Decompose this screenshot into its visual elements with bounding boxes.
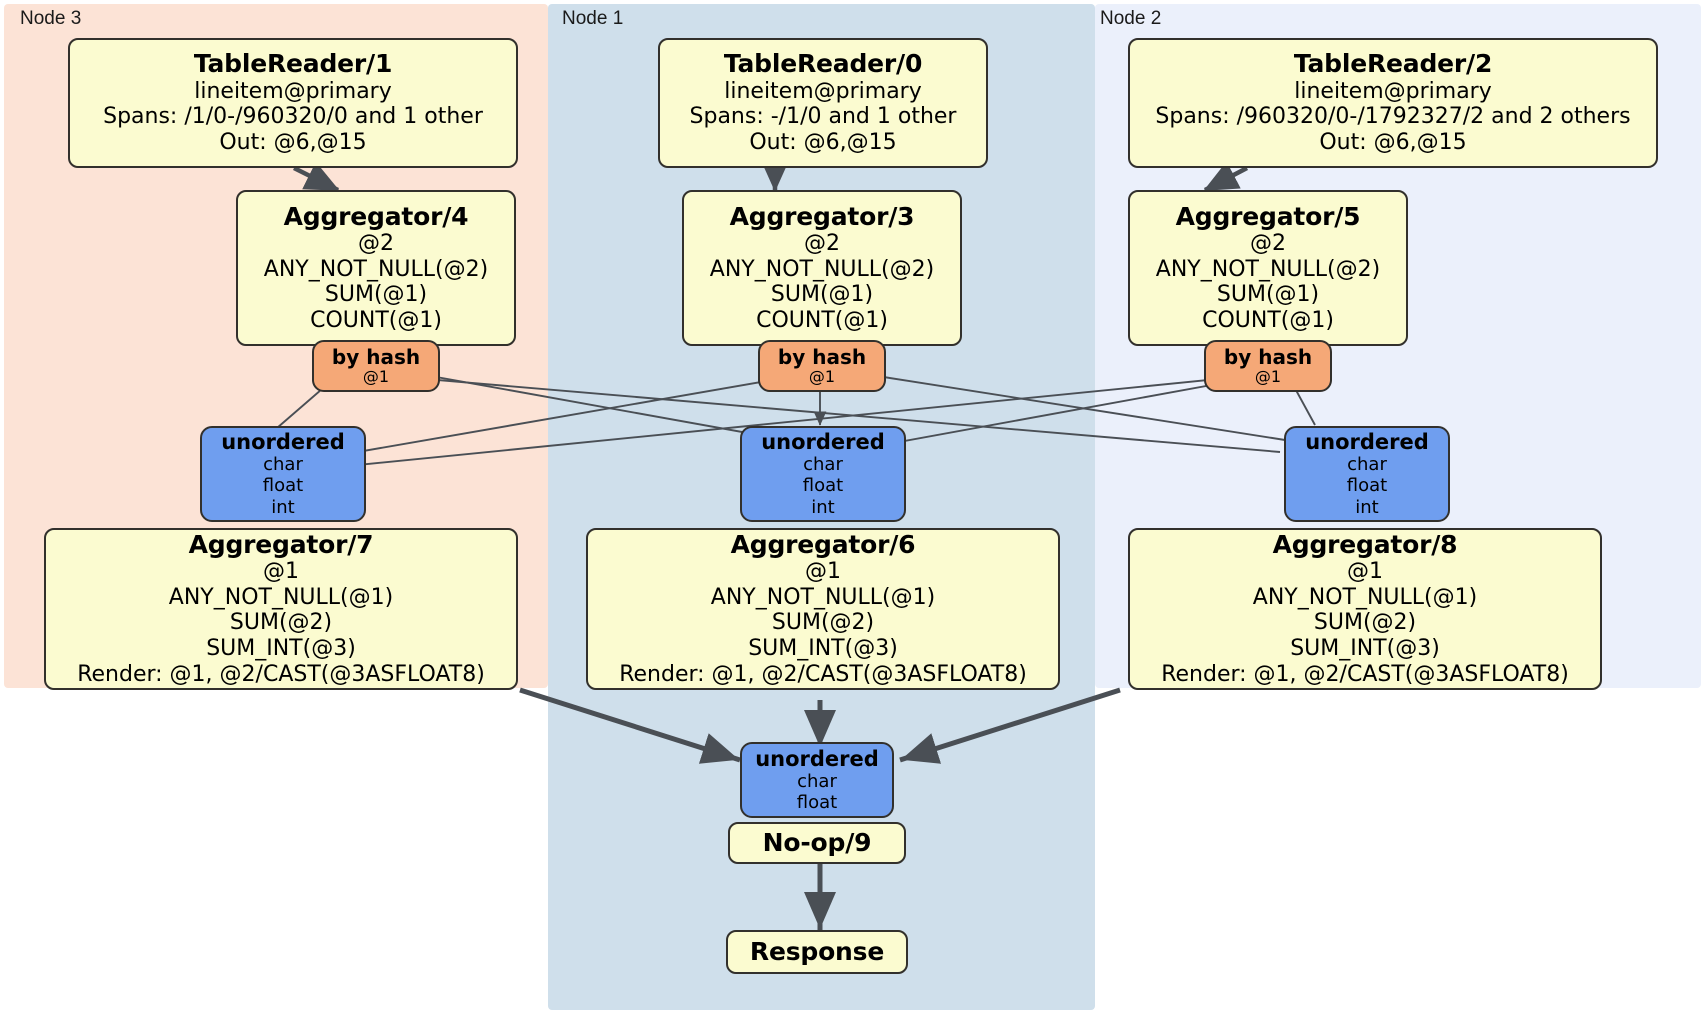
- processor-noop-9[interactable]: No-op/9: [728, 822, 906, 864]
- router-by-hash-right[interactable]: by hash @1: [1204, 340, 1332, 392]
- processor-line: @1: [805, 559, 841, 585]
- panel-node-3-label: Node 3: [20, 8, 82, 29]
- processor-line: lineitem@primary: [1294, 78, 1492, 104]
- router-line: @1: [808, 367, 836, 387]
- processor-line: COUNT(@1): [756, 307, 888, 333]
- router-title: unordered: [761, 430, 885, 455]
- processor-aggregator-7[interactable]: Aggregator/7 @1 ANY_NOT_NULL(@1) SUM(@2)…: [44, 528, 518, 690]
- processor-aggregator-3[interactable]: Aggregator/3 @2 ANY_NOT_NULL(@2) SUM(@1)…: [682, 190, 962, 346]
- router-line: @1: [362, 367, 390, 387]
- processor-line: SUM(@2): [771, 610, 875, 636]
- router-unordered-left[interactable]: unordered char float int: [200, 426, 366, 522]
- processor-line: @2: [1250, 231, 1286, 257]
- processor-title: Response: [749, 936, 885, 966]
- processor-line: SUM_INT(@3): [1290, 636, 1440, 661]
- router-by-hash-mid[interactable]: by hash @1: [758, 340, 886, 392]
- processor-line: COUNT(@1): [1202, 307, 1334, 333]
- router-line: char: [797, 770, 837, 792]
- panel-node-1-label: Node 1: [562, 8, 624, 29]
- processor-title: Aggregator/4: [283, 201, 469, 231]
- processor-line: @1: [263, 559, 299, 585]
- router-title: by hash: [331, 345, 421, 370]
- processor-title: TableReader/0: [723, 49, 923, 79]
- processor-line: Out: @6,@15: [749, 130, 897, 155]
- processor-line: SUM(@1): [1216, 282, 1320, 308]
- router-unordered-right[interactable]: unordered char float int: [1284, 426, 1450, 522]
- processor-response[interactable]: Response: [726, 930, 908, 974]
- processor-line: Render: @1, @2/CAST(@3ASFLOAT8): [1161, 661, 1569, 687]
- router-line: int: [811, 496, 835, 518]
- processor-tablereader-1[interactable]: TableReader/1 lineitem@primary Spans: /1…: [68, 38, 518, 168]
- processor-tablereader-2[interactable]: TableReader/2 lineitem@primary Spans: /9…: [1128, 38, 1658, 168]
- router-line: int: [271, 496, 295, 518]
- router-line: @1: [1254, 367, 1282, 387]
- processor-aggregator-5[interactable]: Aggregator/5 @2 ANY_NOT_NULL(@2) SUM(@1)…: [1128, 190, 1408, 346]
- processor-title: Aggregator/7: [188, 529, 374, 559]
- processor-title: Aggregator/6: [730, 529, 916, 559]
- processor-line: SUM(@2): [229, 610, 333, 636]
- router-title: unordered: [221, 430, 345, 455]
- router-line: float: [262, 475, 304, 497]
- router-line: float: [1346, 475, 1388, 497]
- processor-line: Render: @1, @2/CAST(@3ASFLOAT8): [619, 661, 1027, 687]
- processor-aggregator-6[interactable]: Aggregator/6 @1 ANY_NOT_NULL(@1) SUM(@2)…: [586, 528, 1060, 690]
- router-line: char: [1347, 454, 1387, 476]
- processor-line: SUM_INT(@3): [206, 636, 356, 661]
- processor-line: SUM(@2): [1313, 610, 1417, 636]
- processor-aggregator-8[interactable]: Aggregator/8 @1 ANY_NOT_NULL(@1) SUM(@2)…: [1128, 528, 1602, 690]
- processor-title: Aggregator/5: [1175, 201, 1361, 231]
- processor-line: SUM(@1): [770, 282, 874, 308]
- panel-node-2-label: Node 2: [1100, 8, 1162, 29]
- processor-line: Spans: /1/0-/960320/0 and 1 other: [103, 104, 483, 130]
- processor-line: ANY_NOT_NULL(@1): [168, 584, 394, 610]
- processor-line: @2: [358, 231, 394, 257]
- router-unordered-final[interactable]: unordered char float: [740, 742, 894, 818]
- router-title: by hash: [777, 345, 867, 370]
- processor-line: lineitem@primary: [194, 78, 392, 104]
- processor-title: TableReader/1: [193, 49, 393, 79]
- processor-line: Render: @1, @2/CAST(@3ASFLOAT8): [77, 661, 485, 687]
- processor-line: COUNT(@1): [310, 307, 442, 333]
- processor-line: ANY_NOT_NULL(@1): [710, 584, 936, 610]
- router-line: float: [796, 792, 838, 814]
- processor-line: @2: [804, 231, 840, 257]
- router-line: char: [803, 454, 843, 476]
- processor-tablereader-0[interactable]: TableReader/0 lineitem@primary Spans: -/…: [658, 38, 988, 168]
- processor-line: @1: [1347, 559, 1383, 585]
- router-line: float: [802, 475, 844, 497]
- processor-line: ANY_NOT_NULL(@1): [1252, 584, 1478, 610]
- processor-line: ANY_NOT_NULL(@2): [263, 256, 489, 282]
- processor-title: Aggregator/8: [1272, 529, 1458, 559]
- processor-line: SUM(@1): [324, 282, 428, 308]
- router-line: char: [263, 454, 303, 476]
- router-by-hash-left[interactable]: by hash @1: [312, 340, 440, 392]
- router-unordered-mid[interactable]: unordered char float int: [740, 426, 906, 522]
- router-title: unordered: [755, 746, 879, 771]
- router-line: int: [1355, 496, 1379, 518]
- processor-line: SUM_INT(@3): [748, 636, 898, 661]
- processor-line: ANY_NOT_NULL(@2): [709, 256, 935, 282]
- processor-line: lineitem@primary: [724, 78, 922, 104]
- processor-title: Aggregator/3: [729, 201, 915, 231]
- processor-line: Out: @6,@15: [219, 130, 367, 155]
- processor-line: ANY_NOT_NULL(@2): [1155, 256, 1381, 282]
- processor-title: No-op/9: [762, 827, 872, 857]
- processor-aggregator-4[interactable]: Aggregator/4 @2 ANY_NOT_NULL(@2) SUM(@1)…: [236, 190, 516, 346]
- processor-line: Spans: -/1/0 and 1 other: [689, 104, 957, 130]
- processor-line: Spans: /960320/0-/1792327/2 and 2 others: [1155, 104, 1631, 130]
- processor-title: TableReader/2: [1293, 49, 1493, 79]
- router-title: by hash: [1223, 345, 1313, 370]
- router-title: unordered: [1305, 430, 1429, 455]
- processor-line: Out: @6,@15: [1319, 130, 1467, 155]
